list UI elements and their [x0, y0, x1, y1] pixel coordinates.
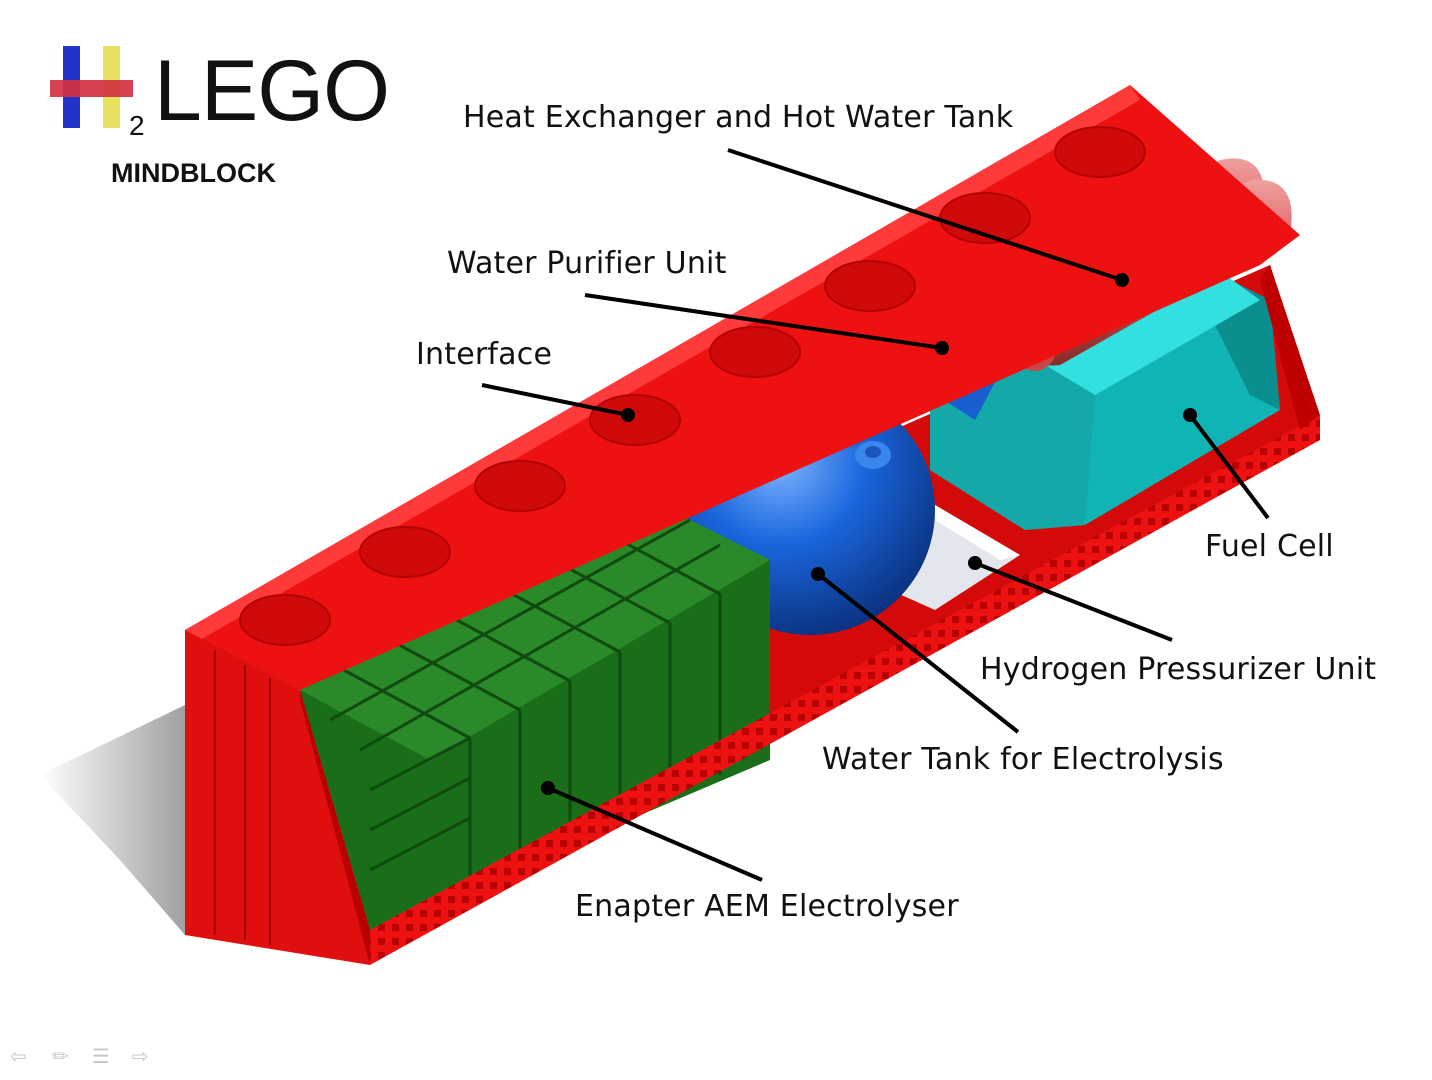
leader-dots [541, 273, 1197, 795]
label-fuel-cell: Fuel Cell [1205, 529, 1334, 564]
arrow-left-icon[interactable]: ⇦ [10, 1044, 27, 1068]
ground-shadow [40, 705, 185, 935]
logo-subscript: 2 [129, 110, 145, 141]
container-base-rail [370, 265, 1320, 965]
label-water-tank: Water Tank for Electrolysis [822, 742, 1224, 777]
menu-icon[interactable]: ☰ [92, 1044, 110, 1068]
electrolyser-stack [300, 495, 770, 930]
container-top-beam [185, 85, 1300, 690]
leader-lines [481, 148, 1270, 882]
logo-subtitle: MINDBLOCK [111, 158, 276, 188]
pen-icon[interactable]: ✏ [52, 1044, 69, 1068]
logo-word: LEGO [154, 43, 390, 139]
label-hydrogen-pressurizer: Hydrogen Pressurizer Unit [980, 652, 1377, 687]
label-water-purifier: Water Purifier Unit [447, 246, 727, 281]
h2-logo-icon [50, 46, 133, 128]
container-end-face [185, 630, 370, 965]
label-electrolyser: Enapter AEM Electrolyser [575, 889, 959, 924]
arrow-right-icon[interactable]: ⇨ [132, 1044, 149, 1068]
label-interface: Interface [416, 337, 553, 372]
label-heat-exchanger: Heat Exchanger and Hot Water Tank [463, 100, 1014, 135]
